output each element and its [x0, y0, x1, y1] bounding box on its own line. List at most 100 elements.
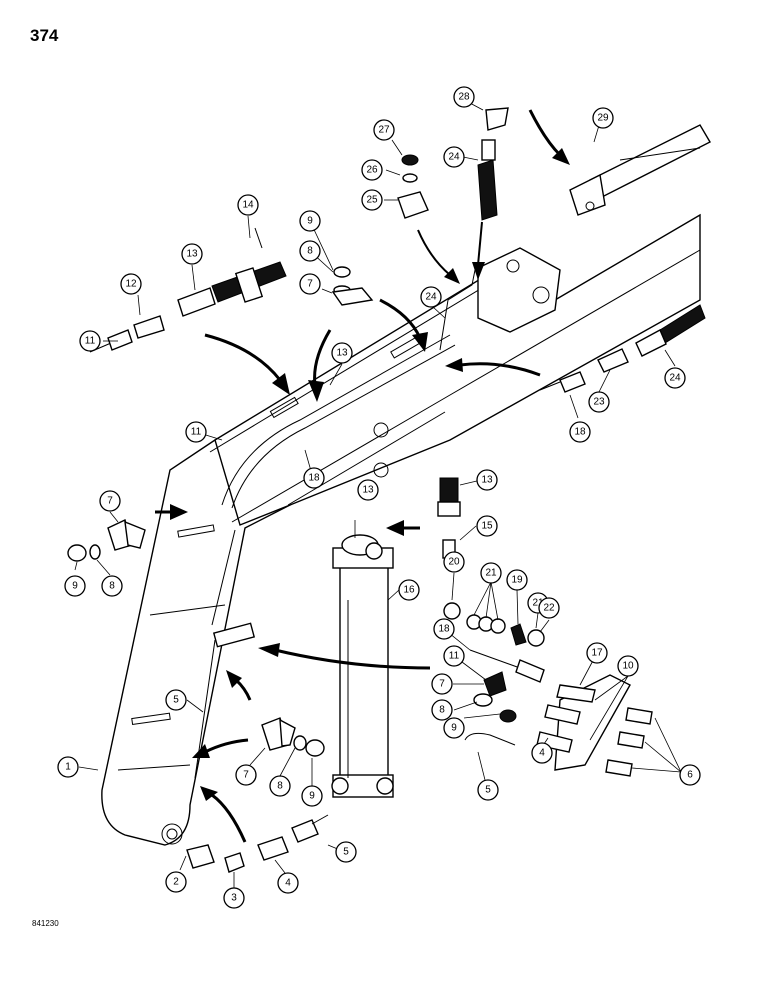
callout-layer: 1234455567777888899991011111112131313131…: [57, 86, 701, 909]
callout-label: 1: [65, 762, 71, 773]
callout-circle: [237, 194, 259, 216]
callout-circle: [120, 273, 142, 295]
callout-c14: 14: [237, 194, 259, 216]
callout-circle: [357, 479, 379, 501]
callout-circle: [64, 575, 86, 597]
callout-label: 29: [597, 113, 609, 124]
callout-circle: [335, 841, 357, 863]
callout-label: 4: [285, 878, 291, 889]
callout-label: 13: [336, 348, 348, 359]
callout-circle: [101, 575, 123, 597]
callout-c28: 28: [453, 86, 475, 108]
callout-label: 15: [481, 521, 493, 532]
callout-label: 10: [622, 661, 634, 672]
callout-c24a: 24: [664, 367, 686, 389]
callout-circle: [269, 775, 291, 797]
callout-circle: [443, 551, 465, 573]
callout-c9c: 9: [443, 717, 465, 739]
callout-circle: [453, 86, 475, 108]
callout-c9d: 9: [301, 785, 323, 807]
callout-label: 24: [448, 152, 460, 163]
callout-label: 23: [593, 397, 605, 408]
manifold-group: [443, 602, 653, 777]
callout-circle: [679, 764, 701, 786]
callout-c2: 2: [165, 871, 187, 893]
callout-label: 9: [451, 723, 457, 734]
callout-c24b: 24: [420, 286, 442, 308]
callout-circle: [588, 391, 610, 413]
callout-label: 17: [591, 648, 603, 659]
callout-label: 11: [449, 651, 460, 662]
callout-c21a: 21: [480, 562, 502, 584]
callout-circle: [592, 107, 614, 129]
callout-c5c: 5: [477, 779, 499, 801]
callout-circle: [477, 779, 499, 801]
callout-c12: 12: [120, 273, 142, 295]
callout-c7b: 7: [299, 273, 321, 295]
left-clamp-group: [67, 519, 146, 562]
callout-label: 13: [481, 475, 493, 486]
callout-circle: [165, 871, 187, 893]
callout-c13b: 13: [331, 342, 353, 364]
boom-lower-section: [101, 439, 292, 846]
callout-label: 21: [532, 598, 544, 609]
callout-label: 8: [307, 246, 313, 257]
callout-c1: 1: [57, 756, 79, 778]
callout-circle: [165, 689, 187, 711]
callout-circle: [420, 286, 442, 308]
callout-c27: 27: [373, 119, 395, 141]
callout-label: 20: [448, 557, 460, 568]
callout-label: 7: [307, 279, 313, 290]
callout-c4b: 4: [531, 742, 553, 764]
callout-c13a: 13: [181, 243, 203, 265]
callout-label: 14: [242, 200, 254, 211]
callout-c7a: 7: [99, 490, 121, 512]
callout-c26: 26: [361, 159, 383, 181]
callout-label: 22: [543, 603, 555, 614]
callout-label: 3: [231, 893, 237, 904]
callout-label: 13: [362, 485, 374, 496]
boom-head: [477, 247, 561, 333]
callout-label: 8: [439, 705, 445, 716]
callout-circle: [506, 569, 528, 591]
callout-c7d: 7: [235, 764, 257, 786]
cylinder-fitting-group: [437, 477, 461, 559]
callout-label: 7: [439, 679, 445, 690]
callout-label: 6: [687, 770, 693, 781]
callout-circle: [299, 273, 321, 295]
callout-c24c: 24: [443, 146, 465, 168]
callout-circle: [303, 467, 325, 489]
callout-circle: [569, 421, 591, 443]
boom-cylinder-29: [569, 124, 711, 216]
callout-circle: [185, 421, 207, 443]
callout-c8d: 8: [269, 775, 291, 797]
hydraulic-cylinder: [331, 520, 394, 798]
callout-c29: 29: [592, 107, 614, 129]
mid-clamp-group: [261, 717, 325, 757]
callout-label: 18: [438, 624, 450, 635]
callout-circle: [361, 159, 383, 181]
callout-circle: [331, 342, 353, 364]
callout-circle: [617, 655, 639, 677]
callout-circle: [99, 490, 121, 512]
callout-label: 26: [366, 165, 378, 176]
callout-c22: 22: [538, 597, 560, 619]
callout-circle: [235, 764, 257, 786]
callout-label: 9: [72, 581, 78, 592]
callout-c5b: 5: [335, 841, 357, 863]
callout-circle: [398, 579, 420, 601]
callout-label: 19: [511, 575, 523, 586]
callout-c13c: 13: [357, 479, 379, 501]
callout-circle: [480, 562, 502, 584]
callout-circle: [181, 243, 203, 265]
callout-label: 11: [191, 427, 202, 438]
callout-label: 4: [539, 748, 545, 759]
callout-circle: [476, 469, 498, 491]
callout-circle: [299, 240, 321, 262]
callout-c16: 16: [398, 579, 420, 601]
callout-circle: [373, 119, 395, 141]
callout-c11b: 11: [185, 421, 207, 443]
callout-c18b: 18: [569, 421, 591, 443]
callout-c10: 10: [617, 655, 639, 677]
callout-circle: [431, 699, 453, 721]
